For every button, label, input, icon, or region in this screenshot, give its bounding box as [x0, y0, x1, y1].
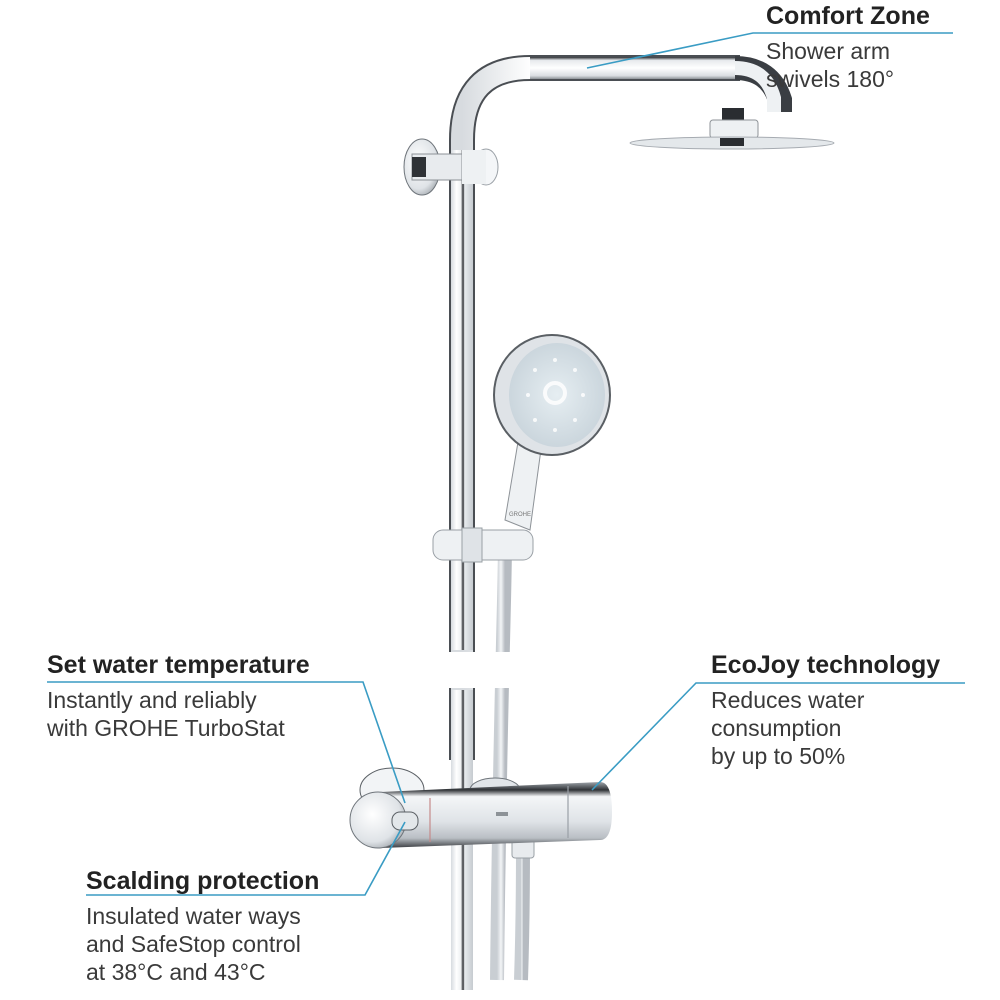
callout-line: Reduces water: [711, 687, 865, 713]
callout-title: Set water temperature: [47, 651, 310, 679]
overhead-shower-head: [629, 119, 835, 150]
callout-line: and SafeStop control: [86, 931, 301, 957]
callout-body: Insulated water ways and SafeStop contro…: [86, 902, 319, 986]
callout-body: Shower arm swivels 180°: [766, 37, 930, 93]
callout-line: at 38°C and 43°C: [86, 959, 266, 985]
ecojoy-leader-line: [591, 682, 965, 791]
callout-lines: [47, 32, 965, 896]
scalding-leader-line: [86, 821, 406, 896]
rail-slider: [432, 527, 534, 563]
comfort-leader-line: [586, 32, 953, 69]
callout-title: Comfort Zone: [766, 2, 930, 30]
thermostat-mixer: [349, 767, 612, 849]
callout-line: swivels 180°: [766, 66, 895, 92]
shower-rail: [445, 55, 740, 990]
callout-ecojoy-technology: EcoJoy technology Reduces water consumpt…: [711, 650, 940, 770]
shower-arm: [722, 56, 792, 122]
callout-body: Reduces water consumption by up to 50%: [711, 686, 940, 770]
callout-line: consumption: [711, 715, 842, 741]
svg-text:GROHE: GROHE: [509, 512, 531, 518]
callout-title: Scalding protection: [86, 867, 320, 895]
callout-set-water-temperature: Set water temperature Instantly and reli…: [47, 650, 310, 742]
callout-line: Shower arm: [766, 38, 890, 64]
hand-shower: GROHE: [493, 334, 611, 531]
shower-hose: [490, 539, 535, 981]
callout-line: Insulated water ways: [86, 903, 301, 929]
callout-title: EcoJoy technology: [711, 651, 941, 679]
callout-line: with GROHE TurboStat: [47, 715, 285, 741]
callout-comfort-zone: Comfort Zone Shower arm swivels 180°: [766, 1, 930, 93]
callout-body: Instantly and reliably with GROHE TurboS…: [47, 686, 310, 742]
callout-scalding-protection: Scalding protection Insulated water ways…: [86, 866, 319, 986]
callout-line: by up to 50%: [711, 743, 846, 769]
temperature-leader-line: [47, 681, 406, 804]
callout-line: Instantly and reliably: [47, 687, 257, 713]
wall-bracket: [403, 138, 499, 196]
